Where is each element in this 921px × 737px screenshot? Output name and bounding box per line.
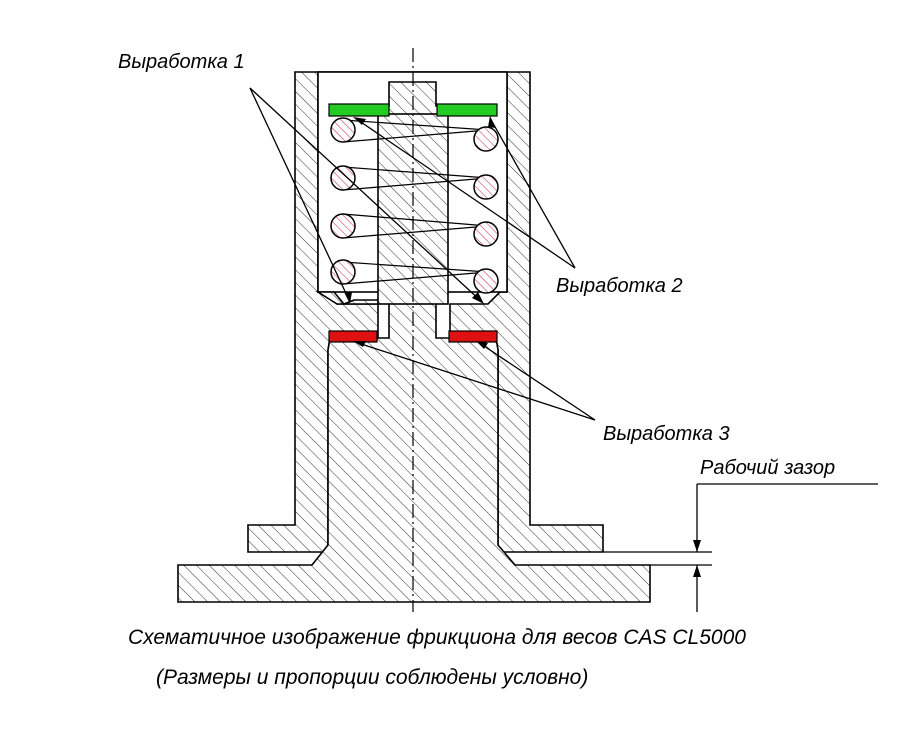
label-gap: Рабочий зазор [700,457,835,479]
spring-coils [330,117,499,294]
coil-section [330,259,356,285]
coil-section [330,117,356,143]
coil-section [473,268,499,294]
spring-seat [315,291,379,305]
caption-line1: Схематичное изображение фрикциона для ве… [128,626,746,649]
coil-section [330,165,356,191]
label-wear1: Выработка 1 [118,51,245,73]
wear-pad-top-right [436,103,498,117]
coil-section [330,213,356,239]
label-wear2: Выработка 2 [556,275,683,297]
wear-pad-top-left [328,103,390,117]
spring-wires [342,119,489,285]
wear-pad-bottom-left [328,330,378,343]
coil-section [473,174,499,200]
leader-wear1 [249,87,484,304]
leader-wear2 [353,116,576,269]
leader-wear3 [353,341,596,421]
gap-dimension [603,483,878,612]
coil-section [473,126,499,152]
caption-line2: (Размеры и пропорции соблюдены условно) [156,666,588,689]
label-wear3: Выработка 3 [603,423,730,445]
coil-section [473,221,499,247]
wear-pad-bottom-right [448,330,498,343]
